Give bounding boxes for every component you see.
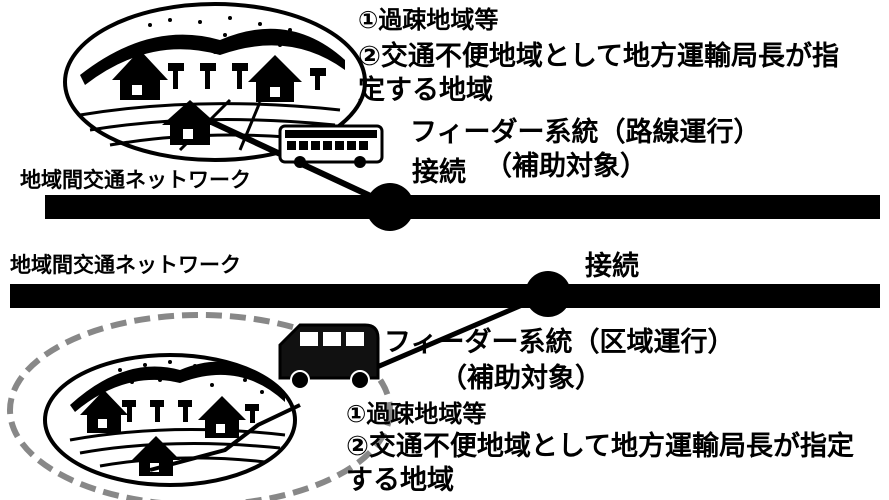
top-hill-shape [80, 28, 345, 85]
bottom-hill-shape [70, 361, 285, 412]
bottom-feeder-route [149, 403, 301, 472]
top-network-label: 地域間交通ネットワーク [20, 168, 251, 192]
van-icon [278, 323, 380, 390]
bottom-house-1 [80, 390, 128, 433]
top-feeder-label: フィーダー系統（路線運行） [410, 117, 761, 148]
bottom-network-label: 地域間交通ネットワーク [10, 253, 241, 277]
bottom-service-area-dashed [7, 312, 393, 500]
top-area-label-2a: ②交通不便地域として地方運輸局長が指 [358, 41, 840, 72]
top-trees [168, 63, 326, 90]
bottom-village-illustration [43, 353, 297, 487]
bottom-subsidy-label: （補助対象） [440, 363, 602, 394]
bottom-feeder-label: フィーダー系統（区域運行） [384, 327, 735, 358]
bottom-area-label-2a: ②交通不便地域として地方運輸局長が指定 [346, 431, 855, 462]
bottom-network-bar [10, 284, 880, 308]
bottom-connect-label: 接続 [585, 251, 639, 282]
bus-icon [278, 124, 384, 168]
bottom-trees [122, 400, 259, 423]
bottom-area-label-1: ①過疎地域等 [346, 400, 487, 428]
top-house-1 [112, 50, 168, 100]
top-network-bar [45, 195, 880, 219]
top-house-2 [248, 55, 302, 102]
top-connect-node [366, 183, 414, 231]
bottom-house-2 [198, 396, 246, 438]
top-connect-label: 接続 [412, 157, 466, 188]
bottom-fields [69, 428, 286, 468]
top-area-label-1: ①過疎地域等 [358, 6, 499, 34]
top-area-label-2b: 定する地域 [358, 75, 493, 106]
bottom-area-label-2b: する地域 [346, 465, 454, 496]
top-subsidy-label: （補助対象） [485, 151, 647, 182]
top-village-illustration [63, 2, 367, 162]
bottom-feeder-line [369, 291, 549, 373]
